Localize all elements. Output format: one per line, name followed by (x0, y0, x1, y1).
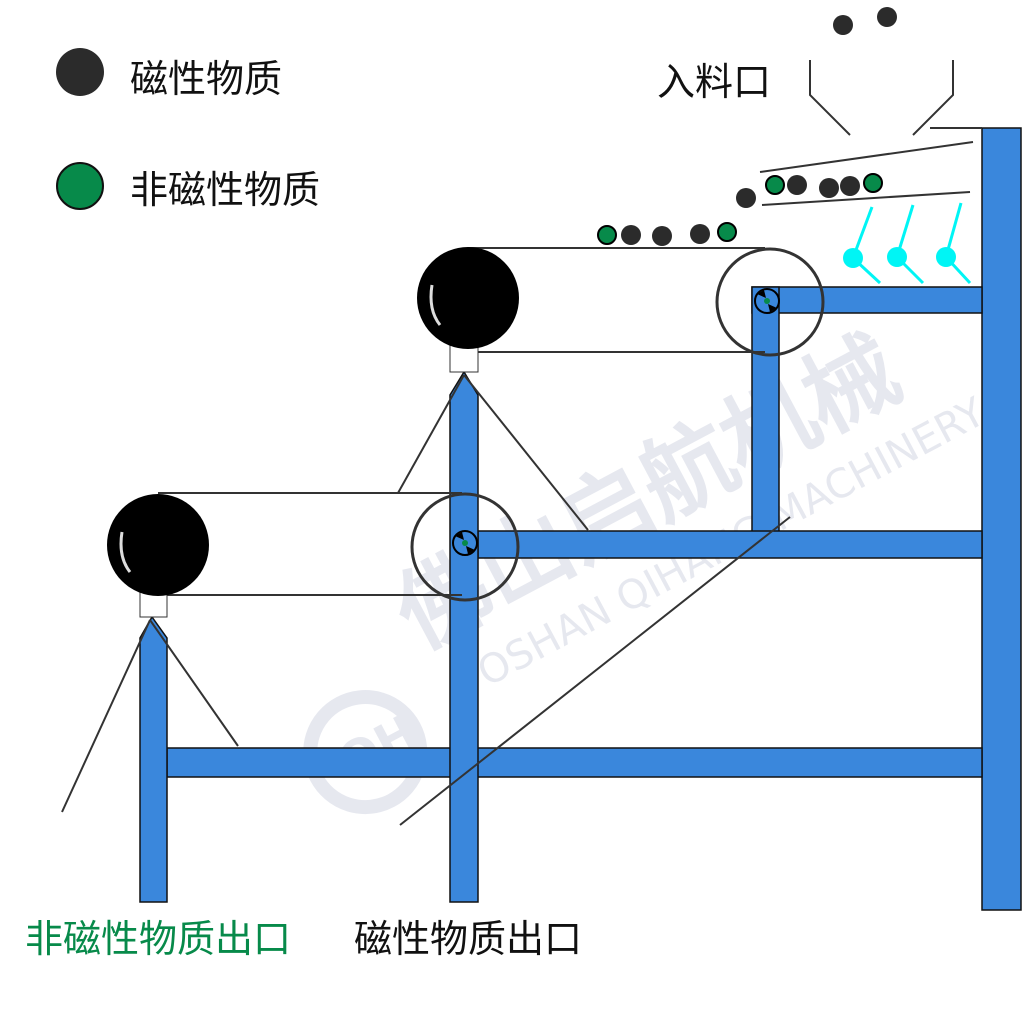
magnetic-pulley-lower (107, 494, 209, 596)
legend: 磁性物质 非磁性物质 (56, 48, 320, 212)
magnetic-particle (877, 7, 897, 27)
bottom-arm (166, 747, 983, 778)
legend-non-magnetic-icon (56, 162, 104, 210)
right-column (981, 127, 1022, 911)
magnetic-particle (833, 15, 853, 35)
non-magnetic-particle (863, 173, 883, 193)
feed-inlet-label: 入料口 (657, 60, 771, 104)
feed-hopper (809, 60, 954, 136)
top-post (751, 286, 780, 538)
highlight-circle (410, 492, 520, 602)
non-magnetic-outlet-label: 非磁性物质出口 (25, 917, 291, 961)
non-magnetic-particle (597, 225, 617, 245)
watermark-logo (303, 690, 428, 815)
legend-magnetic-label: 磁性物质 (130, 57, 282, 101)
legend-magnetic-icon (56, 48, 104, 96)
leader-lines (61, 374, 791, 826)
magnetic-particle (690, 224, 710, 244)
legend-non-magnetic-label: 非磁性物质 (130, 168, 320, 212)
magnetic-particle (736, 188, 756, 208)
non-magnetic-particle (765, 175, 785, 195)
vibrators (843, 202, 972, 285)
feed-chute (759, 141, 974, 206)
middle-post (449, 370, 479, 903)
middle-arm (477, 530, 983, 559)
magnetic-particle (787, 175, 807, 195)
magnetic-particle (621, 225, 641, 245)
drive-pulley-upper (715, 247, 825, 357)
magnetic-particle (840, 176, 860, 196)
top-arm (751, 286, 983, 314)
magnetic-pulley-upper (417, 247, 519, 349)
particles (597, 7, 897, 246)
drive-pulley-middle (410, 492, 520, 602)
magnetic-outlet-label: 磁性物质出口 (354, 917, 582, 961)
magnetic-particle (819, 178, 839, 198)
magnetic-particle (652, 226, 672, 246)
highlight-circle (715, 247, 825, 357)
left-post (139, 615, 168, 903)
non-magnetic-particle (717, 222, 737, 242)
frame (139, 127, 1022, 911)
